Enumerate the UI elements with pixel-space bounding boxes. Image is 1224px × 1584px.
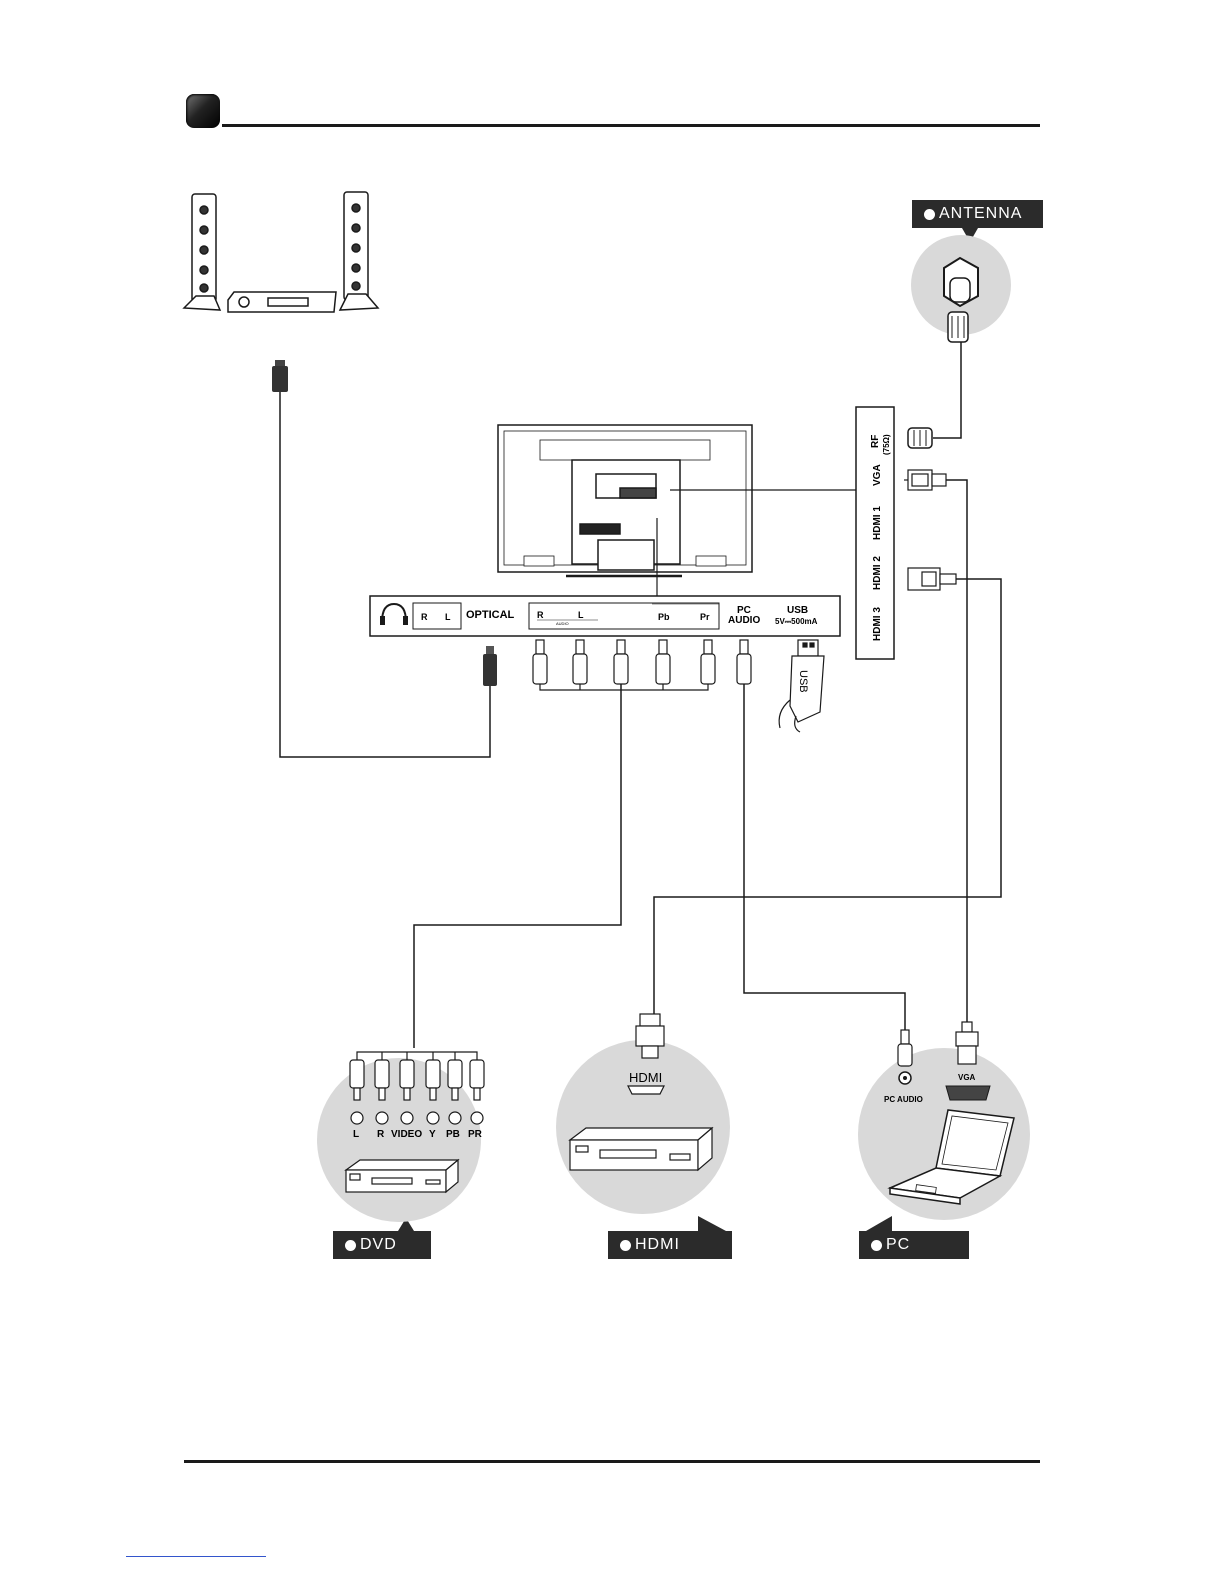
vga-plug-device-icon (956, 1022, 978, 1064)
optical-cable (280, 392, 490, 757)
pc-audio-label: PC AUDIO (884, 1095, 923, 1104)
hdmi-player-icon (570, 1128, 712, 1170)
audio-sub-label: AUDIO (556, 621, 569, 626)
vga-cable (946, 480, 967, 1022)
usb-rating-label: 5V⎓500mA (775, 617, 818, 626)
hdmi-plug-side-icon (908, 568, 956, 590)
audio-r-label: R (537, 610, 544, 620)
hdmi1-label: HDMI 1 (872, 506, 883, 540)
hdmi-device-group: HDMI (556, 1014, 730, 1214)
headphone-l-label: L (445, 612, 451, 622)
hdmi2-label: HDMI 2 (872, 556, 883, 590)
dvd-jack-pr: PR (468, 1129, 483, 1140)
hdmi-device-label: HDMI (629, 1070, 662, 1085)
usb-label: USB (787, 605, 808, 616)
rf-plug-icon (908, 428, 932, 448)
dvd-jack-l: L (353, 1129, 359, 1140)
home-audio-system-icon (184, 192, 378, 312)
vga-port-icon (946, 1086, 990, 1100)
pc-audio-plug-device-icon (898, 1030, 912, 1066)
rf-label: RF (870, 435, 881, 448)
side-connector-panel: RF (75Ω) VGA HDMI 1 HDMI 2 HDMI 3 (856, 407, 894, 659)
headphone-r-label: R (421, 612, 428, 622)
pb-label: Pb (658, 612, 670, 622)
optical-plug-icon (483, 646, 497, 686)
antenna-cable (933, 342, 961, 438)
dvd-jack-pb: PB (446, 1129, 460, 1140)
optical-plug-top-icon (272, 360, 288, 392)
hdmi3-label: HDMI 3 (872, 607, 883, 641)
audio-l-label: L (578, 610, 584, 620)
pc-tag-pointer (866, 1216, 892, 1231)
side-vga-label: VGA (872, 464, 883, 486)
dvd-player-icon (346, 1160, 458, 1192)
hdmi-tag-pointer (698, 1216, 726, 1231)
pc-device-group: PC AUDIO VGA (858, 1022, 1030, 1220)
dvd-jack-video: VIDEO (391, 1129, 422, 1140)
bottom-connector-panel: R L OPTICAL R L AUDIO Pb Pr PC AUDIO USB… (370, 596, 840, 636)
vga-plug-side-icon (904, 470, 946, 490)
dvd-jack-r: R (377, 1129, 385, 1140)
component-cable (414, 684, 621, 1048)
pc-audio-cable (744, 684, 905, 1030)
dvd-device-group: L R VIDEO Y PB PR (317, 1052, 484, 1222)
dvd-jack-y: Y (429, 1129, 436, 1140)
usb-stick-label: USB (797, 670, 809, 693)
pc-audio-label-line2: AUDIO (728, 615, 760, 626)
optical-label: OPTICAL (466, 609, 515, 621)
tv-back-panel-icon (498, 425, 752, 576)
hdmi-port-icon (628, 1086, 664, 1094)
rf-ohm-label: (75Ω) (882, 434, 891, 455)
pr-label: Pr (700, 612, 710, 622)
pc-vga-label: VGA (958, 1073, 976, 1082)
antenna-connector-icon (911, 235, 1011, 342)
pc-audio-plug-icon (737, 640, 751, 684)
component-audio-plugs-icon (533, 640, 715, 684)
